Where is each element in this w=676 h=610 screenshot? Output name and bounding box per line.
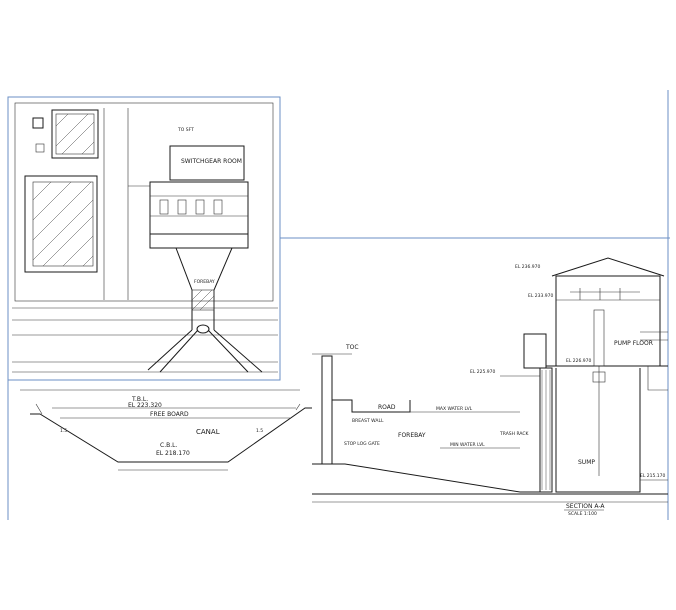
cbl-elevation: EL 218.170 xyxy=(156,450,190,457)
toc-wall xyxy=(321,355,333,465)
el-top-label: EL 236.970 xyxy=(515,264,541,270)
sump-walls xyxy=(555,368,641,493)
plan-small-box xyxy=(32,117,44,129)
el-sump-label: EL 215.170 xyxy=(640,473,666,479)
section-forebay-label: FOREBAY xyxy=(398,432,426,439)
slope-right: 1.5 xyxy=(256,428,263,434)
pump-bowl xyxy=(592,371,606,383)
canal-profile xyxy=(30,407,312,463)
section-aa: TOC ROAD MAX WATER LVL BREAST WALL FOREB… xyxy=(312,257,668,517)
tbl-elevation: EL 223.320 xyxy=(128,402,162,409)
plan-frame xyxy=(7,96,281,381)
plan-forebay-label: FOREBAY xyxy=(194,279,215,285)
substation-box xyxy=(24,175,98,273)
tbl-label: T.B.L. xyxy=(131,396,148,403)
trash-rack-label: TRASH RACK xyxy=(499,431,530,437)
max-water-label: MAX WATER LVL xyxy=(436,406,473,412)
pump-1 xyxy=(177,199,187,215)
pump-house-step xyxy=(523,333,547,369)
el-toc-label: EL 225.970 xyxy=(470,369,496,375)
breast-wall-label: BREAST WALL xyxy=(352,418,384,424)
discharge-pipe xyxy=(640,331,668,391)
staff-quarters-inner xyxy=(55,113,95,155)
sump-label: SUMP xyxy=(578,459,595,466)
slope-left: 1.5 xyxy=(60,428,67,434)
el-roof-label: EL 233.970 xyxy=(528,293,554,299)
roof xyxy=(551,257,665,277)
plan-view: SWITCHGEAR ROOM TO SFT FOREBAY xyxy=(7,96,281,381)
canal-section: T.B.L. EL 223.320 FREE BOARD CANAL C.B.L… xyxy=(20,389,312,471)
section-title: SECTION A-A xyxy=(566,503,605,510)
toc-label: TOC xyxy=(345,344,359,351)
plan-dg-box xyxy=(35,143,45,153)
forebay-hatch xyxy=(191,289,215,311)
sump-plan-box xyxy=(149,233,249,249)
el-pump-floor-label: EL 226.970 xyxy=(566,358,592,364)
canal-bank xyxy=(35,403,301,415)
section-scale: SCALE 1:100 xyxy=(568,511,597,517)
to-sft-label: TO SFT xyxy=(177,127,194,133)
min-water-label: MIN WATER LVL xyxy=(450,442,485,448)
pump-floor-label: PUMP FLOOR xyxy=(614,340,653,347)
substation-hatch xyxy=(33,182,93,266)
stop-log-label: STOP LOG GATE xyxy=(344,441,380,447)
free-board-label: FREE BOARD xyxy=(150,411,189,418)
pump-motor xyxy=(593,309,605,367)
substation-inner xyxy=(32,181,94,267)
pump-house-box xyxy=(149,181,249,235)
pump-3 xyxy=(213,199,223,215)
trash-rack-bars xyxy=(541,370,551,490)
road-label: ROAD xyxy=(378,404,396,411)
cbl-label: C.B.L. xyxy=(160,442,177,449)
forebay-floor xyxy=(312,463,548,493)
canal-inlet-lines xyxy=(147,329,263,373)
superstructure-walls xyxy=(555,275,661,366)
plan-boundary xyxy=(14,102,274,302)
forebay-funnel xyxy=(175,247,233,330)
switchgear-room-box xyxy=(169,145,245,181)
canal-label: CANAL xyxy=(196,428,220,436)
road-deck xyxy=(332,399,411,413)
pump-4 xyxy=(159,199,169,215)
crane-gear xyxy=(570,288,640,300)
canal-inlet-node xyxy=(196,324,210,334)
staff-quarters-hatch xyxy=(56,114,94,154)
staff-quarters-box xyxy=(51,109,99,159)
pump-2 xyxy=(195,199,205,215)
switchgear-room-label: SWITCHGEAR ROOM xyxy=(181,158,242,165)
